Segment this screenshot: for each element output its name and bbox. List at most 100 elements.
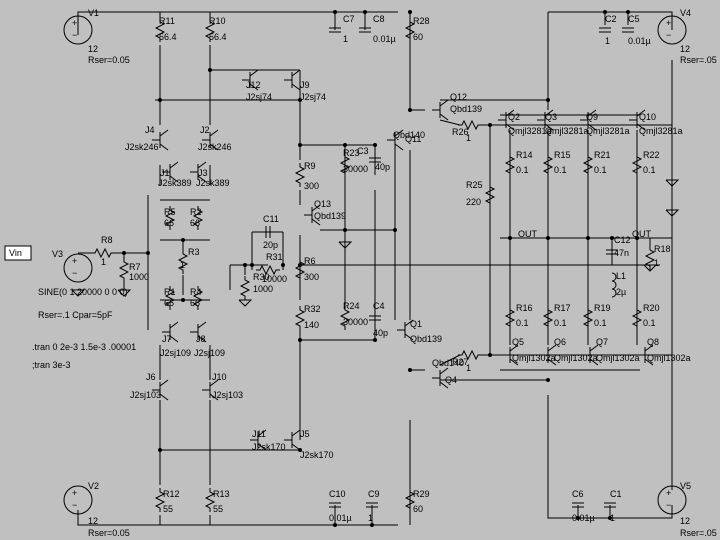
component-value: 12 [88,44,98,54]
component-name: Q5 [512,337,524,347]
capacitor-c6[interactable]: C60.01µ [572,489,595,523]
capacitor-c2[interactable]: C21 [599,14,617,46]
resistor-r3[interactable]: R31 [177,247,200,274]
voltage-source-v2[interactable]: + − V2 12 Rser=0.05 [63,481,130,538]
junction-dot [546,378,550,382]
capacitor-c5[interactable]: C50.01µ [622,14,651,46]
input-port-vin[interactable]: Vin [4,245,32,261]
capacitor-c3[interactable]: C3 40p [357,146,390,172]
capacitor-c7[interactable]: C71 [329,14,355,44]
component-value: 0.01µ [329,513,352,523]
component-model: J2sk389 [196,178,230,188]
component-name: R14 [516,150,533,160]
component-name: C3 [357,146,369,156]
capacitor-c1[interactable]: C11 [604,489,622,523]
voltage-source-v5[interactable]: + − V5 12 Rser=.05 [657,481,717,538]
plus-sign: + [72,18,77,28]
component-value: 0.1 [554,318,567,328]
capacitor-c9[interactable]: C91 [366,489,380,523]
junction-dot [343,228,347,232]
component-param: Rser=0.05 [88,55,130,65]
voltage-source-v3[interactable]: + − V3 SINE(0 1 20000 0 0 0) Rser=.1 Cpa… [38,249,128,320]
junction-dot [393,228,397,232]
junction-dot [363,10,367,14]
component-value: 40p [375,162,390,172]
component-name: R8 [101,235,113,245]
component-name: Q1 [410,319,422,329]
junction-dot [635,236,639,240]
resistor-r8[interactable]: R8 1 [91,235,115,267]
component-value: 12 [680,44,690,54]
component-model: J2sj109 [194,348,225,358]
voltage-source-v4[interactable]: + − V4 12 Rser=.05 [657,8,717,65]
junction-dot [603,10,607,14]
capacitor-c8[interactable]: C80.01µ [359,14,396,44]
component-model: Qbd139 [410,334,442,344]
component-value: 40p [373,328,388,338]
voltage-source-v1[interactable]: + − V1 12 Rser=0.05 [63,8,130,65]
component-value: 1 [101,257,106,267]
component-model: Qbd139 [450,104,482,114]
